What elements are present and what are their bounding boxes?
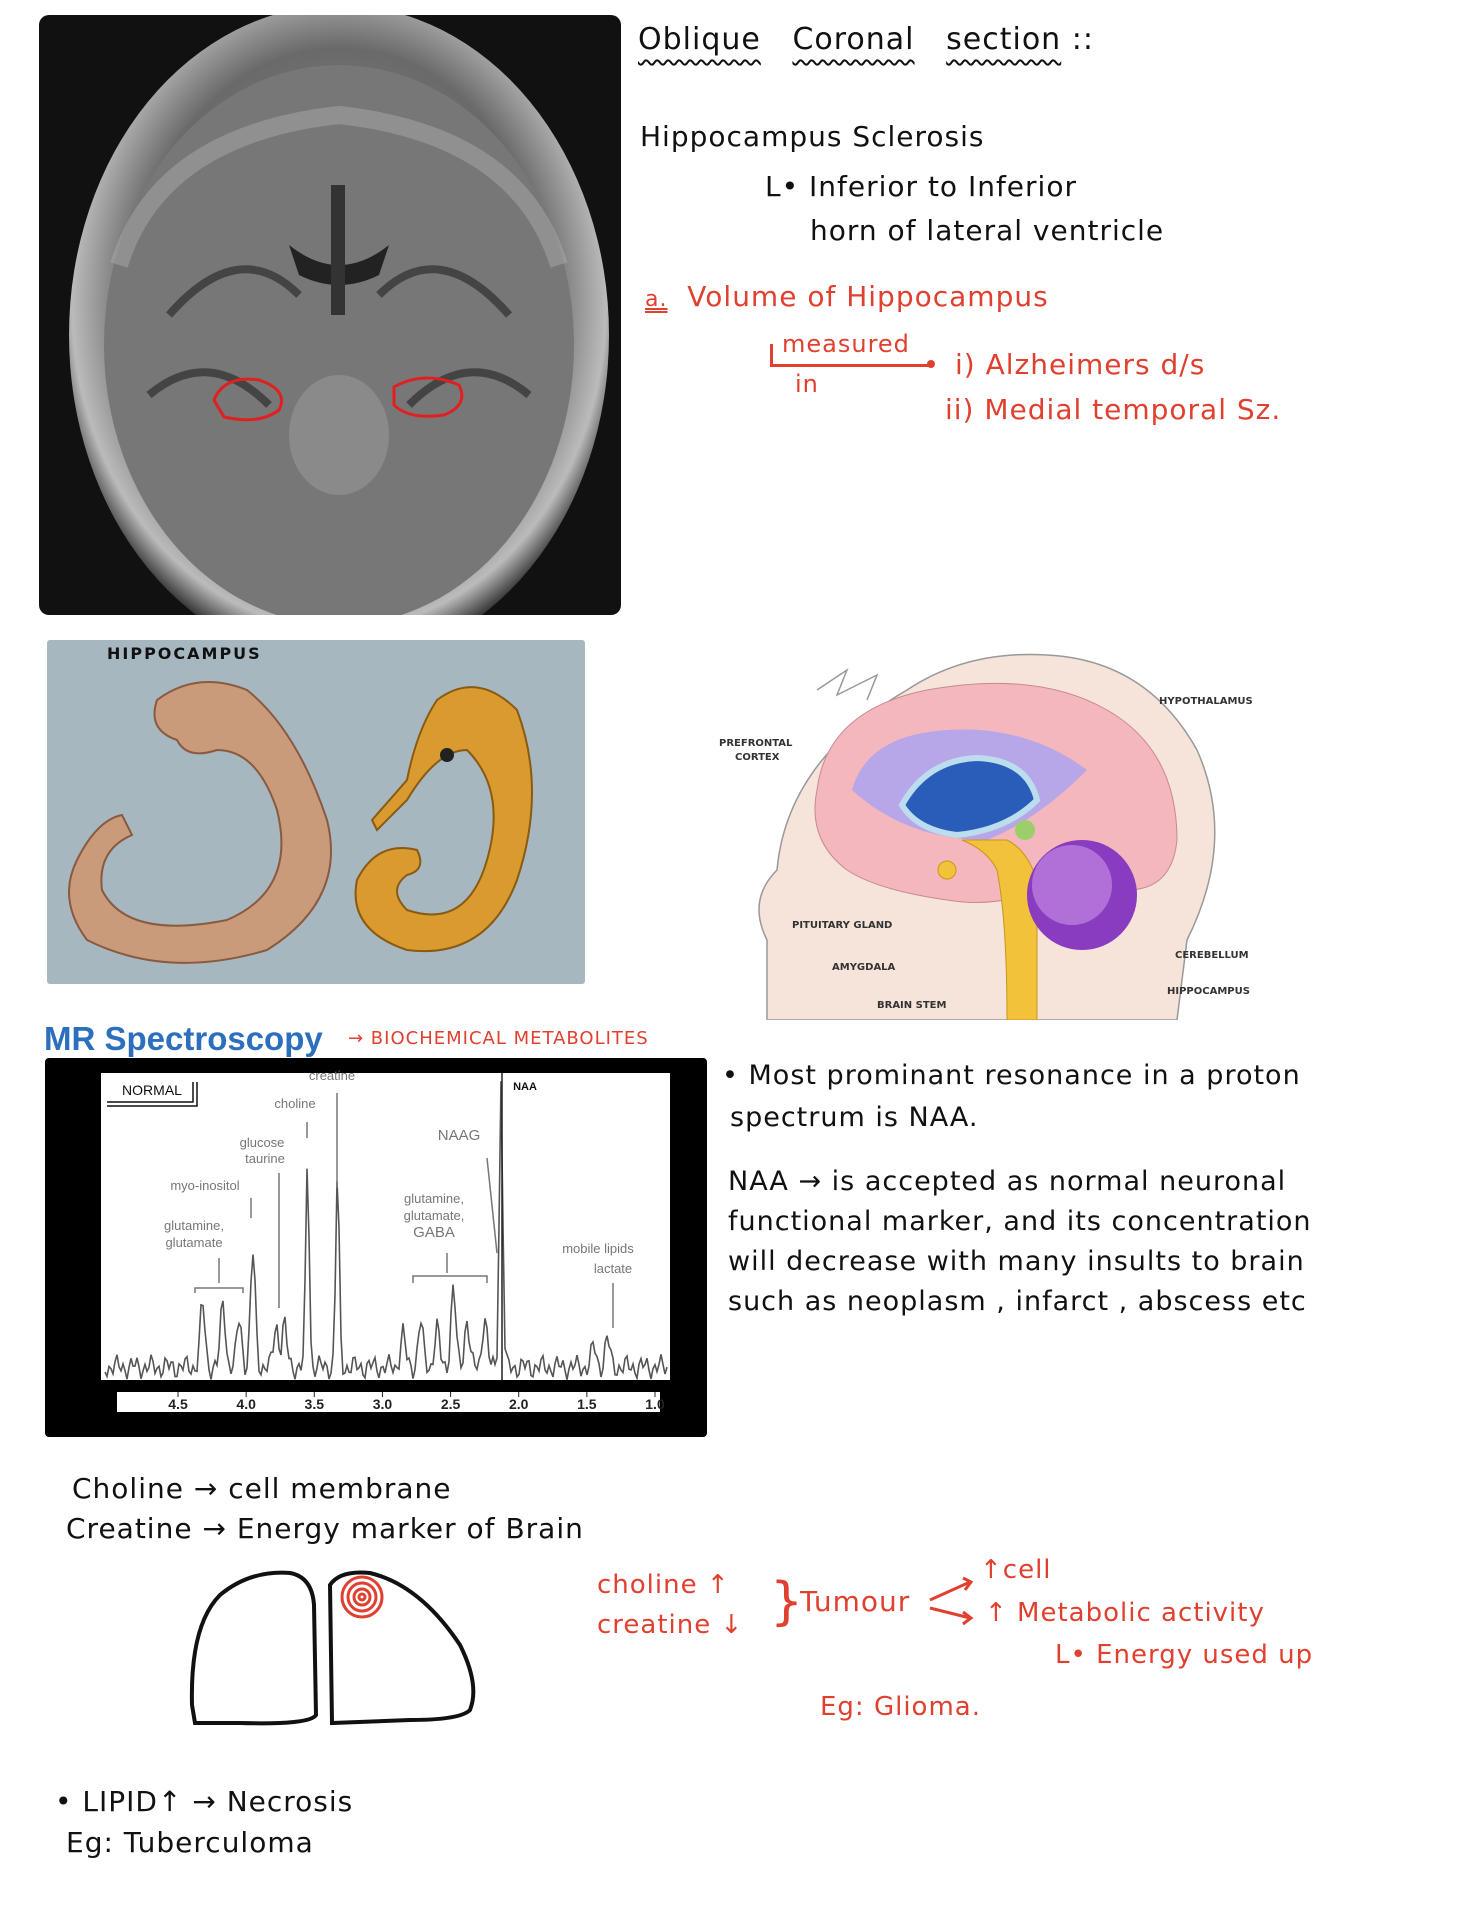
axis-tick-label: 4.0 [236, 1396, 256, 1412]
inferior-line: L• Inferior to Inferior [765, 170, 1077, 203]
label-lactate: lactate [594, 1261, 632, 1276]
metabolic-activity: ↑ Metabolic activity [985, 1598, 1265, 1628]
measured-arrow [770, 344, 933, 367]
label-taurine: taurine [245, 1151, 285, 1166]
tumour-scribble-icon [340, 1575, 384, 1619]
naa-para-line3: will decrease with many insults to brain [728, 1246, 1305, 1277]
label-glutamine: glutamine, [164, 1218, 224, 1233]
in-label: in [795, 370, 819, 398]
label-brain-stem: BRAIN STEM [877, 1000, 947, 1011]
spectrum-figure: 4.5 4.0 3.5 3.0 2.5 2.0 1.5 1.0 creatine cholin… [45, 1058, 707, 1437]
axis-tick-label: 4.5 [168, 1396, 188, 1412]
naa-para-line4: such as neoplasm , infarct , abscess etc [728, 1286, 1307, 1317]
naa-bullet-line1: • Most prominant resonance in a proton [722, 1060, 1301, 1091]
peak-leader-lines [194, 1073, 614, 1380]
label-mobile-lipids: mobile lipids [562, 1241, 634, 1256]
heading-word-oblique: Oblique [638, 22, 761, 57]
volume-line: a. Volume of Hippocampus [645, 280, 1049, 313]
biochemical-metabolites-note: → BIOCHEMICAL METABOLITES [348, 1028, 649, 1049]
label-hippocampus: HIPPOCAMPUS [1167, 986, 1250, 997]
choline-up: choline ↑ [597, 1570, 730, 1600]
naa-bullet-line2: spectrum is NAA. [730, 1102, 979, 1133]
label-cerebellum: CEREBELLUM [1175, 950, 1249, 961]
brain-diagram-graphic [758, 653, 1216, 1020]
ppm-axis [117, 1392, 660, 1412]
tuberculoma-example: Eg: Tuberculoma [66, 1826, 314, 1859]
label-glutamine-2: glutamine, [404, 1191, 464, 1206]
axis-tick-label: 3.5 [305, 1396, 325, 1412]
plot-area [101, 1073, 670, 1380]
label-prefrontal-2: CORTEX [735, 752, 780, 763]
naa-tag: NAA [513, 1081, 537, 1093]
axis-tick-label: 1.0 [645, 1396, 665, 1412]
naa-para-line2: functional marker, and its concentration [728, 1206, 1312, 1237]
mri-brain-graphic [69, 15, 609, 615]
label-glutamate-2: glutamate, [404, 1208, 465, 1223]
spectroscopy-title: MR Spectroscopy [44, 1020, 323, 1057]
label-hypothalamus: HYPOTHALAMUS [1159, 696, 1253, 707]
brain-sagittal-diagram: HYPOTHALAMUS PREFRONTAL CORTEX PITUITARY… [707, 640, 1316, 1020]
choline-note: Choline → cell membrane [72, 1472, 452, 1505]
hippocampus-sclerosis-line: Hippocampus Sclerosis [640, 120, 985, 153]
axis-tick-label: 3.0 [373, 1396, 393, 1412]
hippocampus-seahorse-photo: HIPPOCAMPUS [47, 640, 585, 984]
horn-line: horn of lateral ventricle [810, 214, 1165, 247]
measured-label: measured [782, 330, 910, 358]
label-amygdala: AMYGDALA [832, 962, 896, 973]
heading-colon: :: [1071, 22, 1094, 57]
creatine-note: Creatine → Energy marker of Brain [66, 1512, 584, 1545]
heading-word-coronal: Coronal [792, 22, 915, 57]
glioma-example: Eg: Glioma. [820, 1692, 981, 1722]
naa-para-line1: NAA → is accepted as normal neuronal [728, 1166, 1287, 1197]
label-prefrontal-1: PREFRONTAL [719, 738, 793, 749]
left-hippocampus-outline [212, 377, 283, 422]
brace: } [770, 1572, 805, 1632]
energy-used-up: L• Energy used up [1055, 1640, 1314, 1670]
arrow-head-dot [927, 360, 935, 368]
creatine-down: creatine ↓ [597, 1610, 744, 1640]
hippocampus-seahorse-graphic [68, 681, 533, 964]
label-choline: choline [274, 1096, 315, 1111]
label-pituitary: PITUITARY GLAND [792, 920, 893, 931]
cell-up: ↑cell [980, 1555, 1052, 1585]
right-hippocampus-outline [392, 376, 464, 418]
axis-tick-label: 2.0 [509, 1396, 529, 1412]
heading-word-section: section [946, 22, 1062, 57]
mri-coronal-image [39, 15, 621, 615]
hippocampus-photo-label: HIPPOCAMPUS [107, 644, 262, 663]
volume-text: Volume of Hippocampus [687, 280, 1049, 313]
section-heading: Oblique Coronal section :: [638, 22, 1094, 57]
label-glutamate: glutamate [165, 1235, 222, 1250]
label-naag: NAAG [438, 1127, 481, 1144]
spectrum-line [104, 1081, 668, 1382]
normal-tag-underline [107, 1082, 198, 1107]
axis-tick-label: 1.5 [577, 1396, 597, 1412]
spectrum-graphic: 4.5 4.0 3.5 3.0 2.5 2.0 1.5 1.0 creatine cholin… [101, 1068, 670, 1412]
label-creatine: creatine [309, 1068, 355, 1083]
label-gaba: GABA [413, 1224, 455, 1241]
tumour-label: Tumour [800, 1585, 911, 1618]
use-alzheimers: i) Alzheimers d/s [955, 348, 1206, 381]
bullet-a: a. [645, 287, 668, 312]
brain-hemispheres-sketch [189, 1570, 476, 1726]
axis-tick-label: 2.5 [441, 1396, 461, 1412]
label-glucose: glucose [240, 1135, 285, 1150]
lipid-note: • LIPID↑ → Necrosis [55, 1785, 354, 1818]
use-medial-temporal: ii) Medial temporal Sz. [945, 393, 1282, 426]
normal-tag: NORMAL [122, 1082, 182, 1098]
label-myo-inositol: myo-inositol [170, 1178, 239, 1193]
branch-arrows-icon [929, 1576, 974, 1626]
